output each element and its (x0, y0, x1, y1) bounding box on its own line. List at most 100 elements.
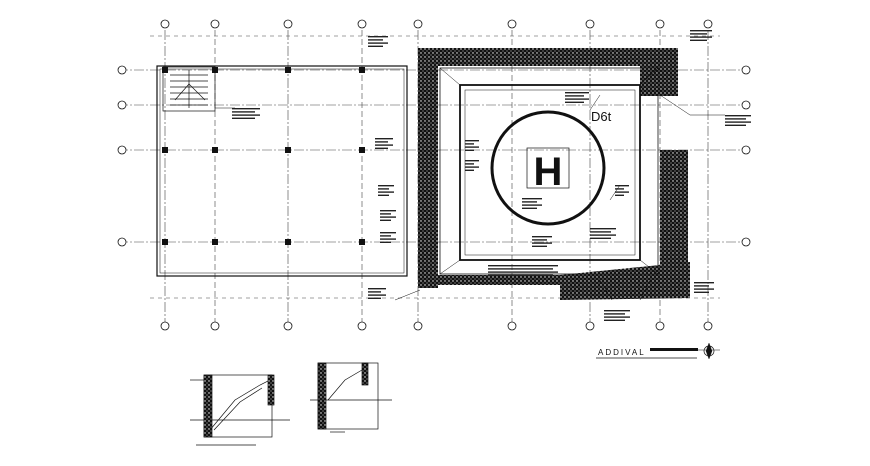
annotation-text-line (590, 228, 616, 230)
grid-bubble (585, 19, 595, 29)
annotation-text-line (380, 232, 396, 234)
annotation-text-line (694, 285, 709, 287)
grid-bubble (357, 321, 367, 331)
annotation-text-line (522, 207, 537, 209)
grid-bubble (585, 321, 595, 331)
grid-bubble (655, 321, 665, 331)
annotation-text-line (378, 188, 389, 190)
annotation-text-line (378, 194, 389, 196)
annotation-text-line (488, 265, 558, 267)
grid-bubble (283, 321, 293, 331)
column-marker (212, 239, 218, 245)
annotation-text-line (522, 201, 537, 203)
annotation-text-line (615, 188, 624, 190)
annotation-text-line (488, 274, 553, 276)
column-marker (212, 147, 218, 153)
annotation-text-line (725, 118, 746, 120)
helipad-circle (490, 110, 606, 226)
annotation-text-line (615, 185, 629, 187)
grid-bubble (117, 65, 127, 75)
grid-bubble (741, 100, 751, 110)
annotation-text-line (488, 271, 558, 273)
helipad-h-marking: H (534, 150, 563, 194)
annotation-text-line (590, 231, 611, 233)
annotation-notes (232, 30, 751, 321)
annotation-text-line (532, 242, 552, 244)
column-marker (285, 67, 291, 73)
annotation-text-line (380, 213, 391, 215)
annotation-text-line (465, 149, 474, 151)
annotation-text-line (465, 169, 474, 171)
annotation-text-line (522, 204, 542, 206)
annotation-text-line (375, 147, 388, 149)
annotation-text-line (725, 121, 751, 123)
annotation-text-line (565, 95, 584, 97)
column-marker (162, 67, 168, 73)
annotation-text-line (378, 191, 394, 193)
annotation-text-line (378, 185, 394, 187)
annotation-text-line (380, 219, 391, 221)
grid-bubble (357, 19, 367, 29)
left-building-outline (156, 65, 408, 277)
annotation-text-line (690, 36, 712, 38)
grid-bubble (655, 19, 665, 29)
annotation-text-line (565, 98, 589, 100)
grid-bubble (117, 237, 127, 247)
grid-bubble (413, 321, 423, 331)
column-marker (285, 239, 291, 245)
annotation-text-line (532, 236, 552, 238)
staircase (162, 66, 216, 112)
annotation-text-line (375, 144, 393, 146)
annotation-text-line (368, 297, 381, 299)
grid-bubble (160, 19, 170, 29)
annotation-text-line (590, 234, 616, 236)
north-arrow-icon (703, 342, 715, 360)
grid-bubble (210, 321, 220, 331)
annotation-text-line (368, 288, 386, 290)
annotation-text-line (615, 191, 629, 193)
section-detail-1 (190, 374, 290, 446)
view-title: ADDIVAL (598, 348, 646, 357)
helipad-platform (439, 67, 659, 275)
annotation-text-line (690, 30, 712, 32)
annotation-text-line (232, 108, 260, 110)
grid-bubble (117, 145, 127, 155)
annotation-text-line (465, 160, 479, 162)
grid-bubble (507, 321, 517, 331)
annotation-text-line (465, 163, 474, 165)
annotation-text-line (725, 115, 751, 117)
annotation-text-line (375, 141, 388, 143)
annotation-text-line (380, 216, 396, 218)
grid-bubbles (117, 19, 751, 331)
annotation-text-line (615, 194, 624, 196)
annotation-text-line (380, 235, 391, 237)
annotation-text-line (725, 124, 746, 126)
annotation-text-line (232, 117, 255, 119)
annotation-text-line (368, 291, 381, 293)
annotation-text-line (465, 143, 474, 145)
annotation-text-line (565, 101, 584, 103)
annotation-text-line (532, 245, 547, 247)
column-marker (359, 239, 365, 245)
grid-bubble (741, 145, 751, 155)
grid-bubble (283, 19, 293, 29)
annotation-text-line (465, 146, 479, 148)
annotation-text-line (465, 166, 479, 168)
annotation-text-line (565, 92, 589, 94)
annotation-text-line (694, 282, 714, 284)
annotation-text-line (465, 140, 479, 142)
annotation-text-line (232, 111, 255, 113)
annotation-text-line (604, 319, 625, 321)
column-marker (285, 147, 291, 153)
grid-bubble (413, 19, 423, 29)
annotation-text-line (368, 36, 388, 38)
annotation-text-line (522, 198, 542, 200)
annotation-text-line (368, 294, 386, 296)
annotation-text-line (690, 39, 707, 41)
annotation-text-line (232, 114, 260, 116)
annotation-text-line (590, 237, 611, 239)
annotation-text-line (375, 138, 393, 140)
grid-bubble (507, 19, 517, 29)
annotation-text-line (694, 291, 709, 293)
